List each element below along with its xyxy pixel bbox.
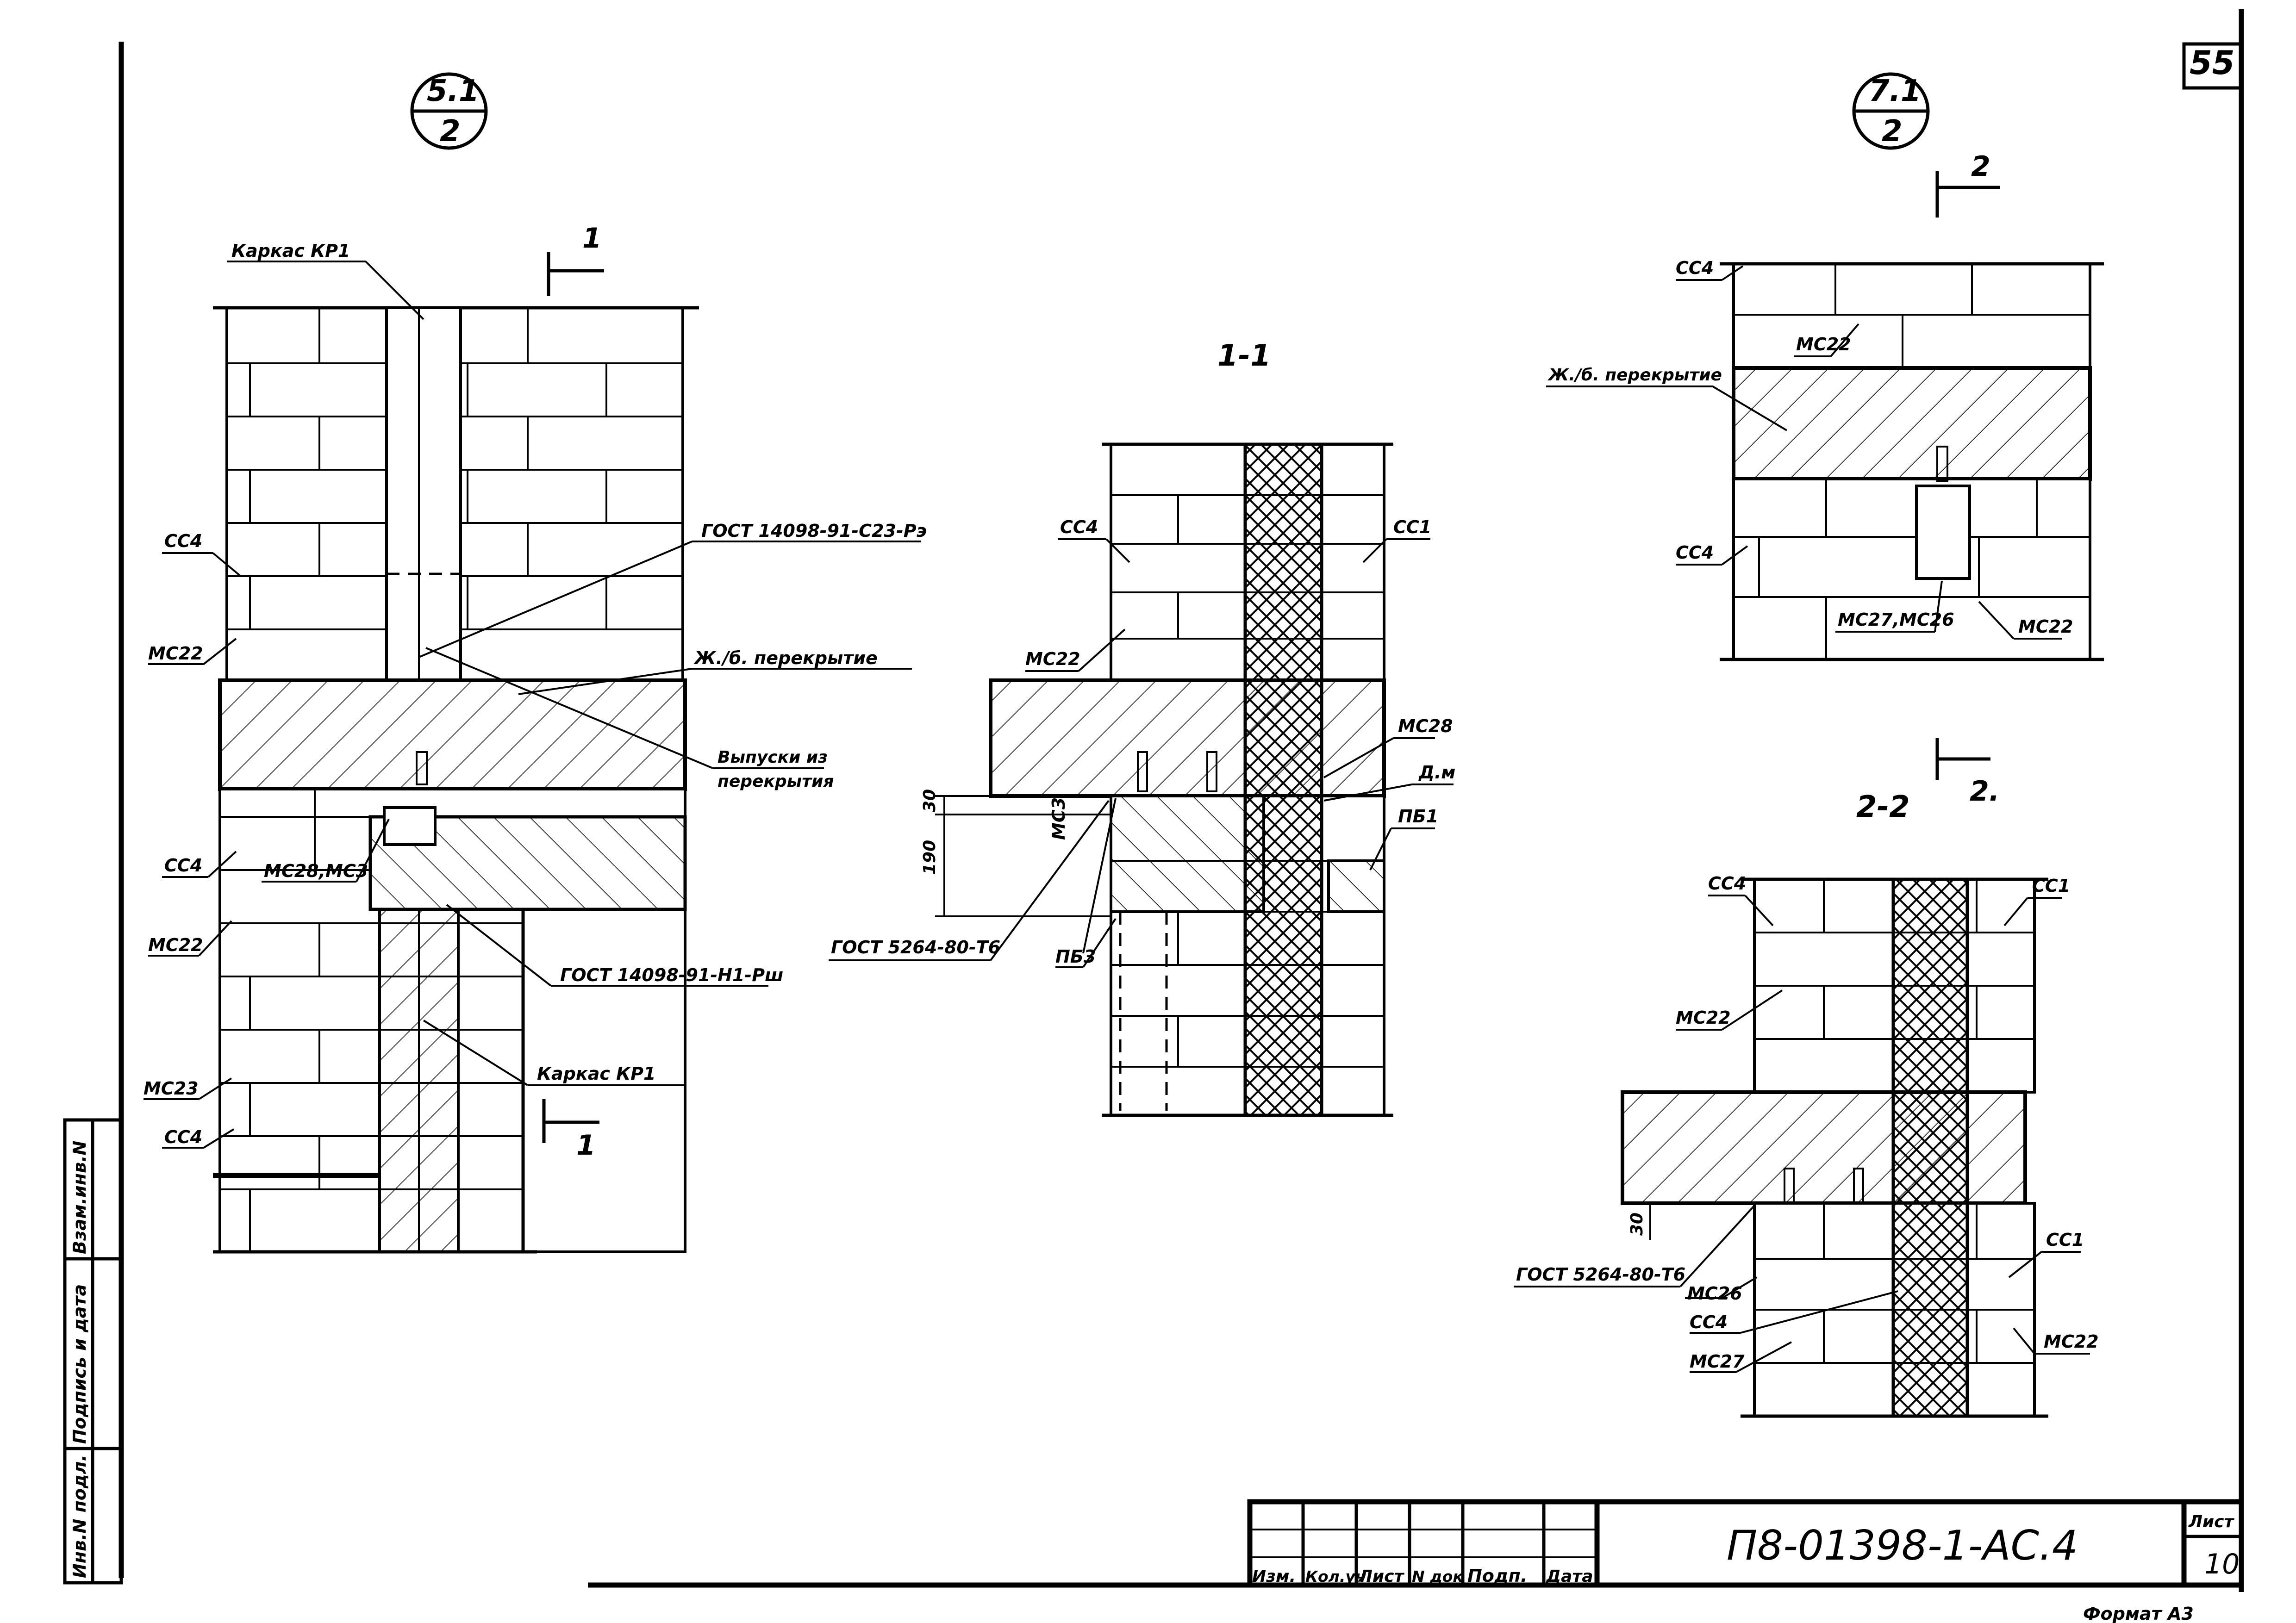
label-cc4-r2: СС4 — [1676, 542, 1714, 563]
title-section-1-1: 1-1 — [1217, 339, 1271, 373]
title-block — [1247, 1499, 2244, 1588]
callout-left-den: 2 — [440, 114, 461, 149]
dim-190-s11: 190 — [920, 840, 939, 875]
label-mc3-s11: МС3 — [1048, 797, 1069, 840]
section-mark-2-top: 2 — [1971, 150, 1990, 183]
title-section-2-2: 2-2 — [1856, 790, 1910, 824]
callout-right-den: 2 — [1882, 114, 1903, 149]
label-vypuski: Выпуски из — [718, 748, 828, 767]
label-gost-h1: ГОСТ 14098-91-Н1-Рш — [560, 965, 783, 985]
label-cc1-s22-bottom: СС1 — [2046, 1230, 2084, 1250]
side-stamp-inv: Инв.N подл. — [69, 1455, 90, 1578]
label-mc26-s22: МС26 — [1687, 1283, 1742, 1304]
label-perekrytiya: перекрытия — [718, 772, 834, 791]
label-cc4-s11: СС4 — [1060, 517, 1098, 537]
label-cc4-3: СС4 — [164, 1127, 202, 1147]
label-mc22-2: МС22 — [148, 935, 203, 955]
callout-left — [410, 72, 488, 150]
section-mark-1-top: 1 — [582, 222, 602, 255]
sheet-number: 10 — [2204, 1548, 2240, 1580]
callout-right-num: 7.1 — [1869, 74, 1921, 108]
label-mc22-s22: МС22 — [1676, 1007, 1731, 1028]
left-elevation — [144, 252, 921, 1254]
label-pb1-s11: ПБ1 — [1398, 806, 1438, 827]
label-mc28-mc3: МС28,МС3 — [264, 861, 368, 881]
label-cc4-r1: СС4 — [1676, 258, 1714, 278]
label-mc22-r1: МС22 — [1796, 334, 1851, 354]
label-dm-s11: Д.м — [1418, 762, 1455, 783]
format-label: Формат А3 — [2083, 1604, 2194, 1623]
label-karkas-kp1-bottom: Каркас КР1 — [537, 1063, 655, 1084]
label-mc28-s11: МС28 — [1398, 716, 1453, 736]
stamp-kol: Кол.уч — [1305, 1567, 1366, 1586]
label-zhb-right: Ж./б. перекрытие — [1547, 366, 1722, 385]
side-stamp-sign: Подпись и дата — [69, 1284, 90, 1444]
sheet-label: Лист — [2188, 1512, 2234, 1531]
label-cc4-1: СС4 — [164, 531, 202, 551]
section-2-2 — [1514, 877, 2090, 1418]
stamp-ndok: N док — [1412, 1567, 1464, 1586]
drawing-code: П8-01398-1-АС.4 — [1727, 1522, 2078, 1569]
label-cc4-s22: СС4 — [1708, 873, 1746, 894]
dim-30-s11: 30 — [920, 789, 939, 812]
section-1-1 — [829, 442, 1454, 1117]
label-cc4-s22-bottom: СС4 — [1690, 1312, 1728, 1332]
section-mark-2-bottom: 2. — [1970, 775, 2000, 808]
label-karkas-kp1-top: Каркас КР1 — [231, 241, 350, 261]
sheet-number-box — [2182, 42, 2244, 90]
label-gost-c23: ГОСТ 14098-91-С23-Рэ — [701, 521, 927, 541]
right-elevation — [1546, 171, 2104, 780]
label-gost-t6-s11: ГОСТ 5264-80-Т6 — [831, 937, 1000, 958]
stamp-podp: Подп. — [1467, 1566, 1527, 1586]
label-mc22-s22-bottom: МС22 — [2044, 1331, 2099, 1352]
stamp-data: Дата — [1546, 1567, 1593, 1586]
section-mark-1-bottom: 1 — [576, 1129, 596, 1162]
corner-number: 55 — [2190, 44, 2234, 82]
label-mc22-s11: МС22 — [1025, 649, 1080, 669]
label-mc22-1: МС22 — [148, 643, 203, 664]
stamp-izm: Изм. — [1252, 1567, 1296, 1586]
label-pb3-s11: ПБ3 — [1055, 946, 1096, 967]
label-mc22-r2: МС22 — [2018, 616, 2073, 637]
dim-30-s22: 30 — [1628, 1213, 1647, 1236]
side-stamp — [63, 1118, 123, 1585]
callout-left-num: 5.1 — [427, 74, 479, 108]
label-gost-t6-s22: ГОСТ 5264-80-Т6 — [1516, 1264, 1685, 1285]
label-mc27-mc26: МС27,МС26 — [1838, 609, 1954, 630]
label-cc4-2: СС4 — [164, 855, 202, 876]
label-cc1-s11: СС1 — [1393, 517, 1431, 537]
side-stamp-vzam: Взам.инв.N — [69, 1141, 90, 1254]
stamp-list: Лист — [1358, 1567, 1404, 1586]
label-zhb-left: Ж./б. перекрытие — [693, 648, 878, 668]
label-mc27-s22: МС27 — [1690, 1351, 1745, 1372]
label-cc1-s22-top: СС1 — [2032, 876, 2070, 896]
callout-right — [1852, 72, 1930, 150]
label-mc23: МС23 — [144, 1078, 199, 1099]
